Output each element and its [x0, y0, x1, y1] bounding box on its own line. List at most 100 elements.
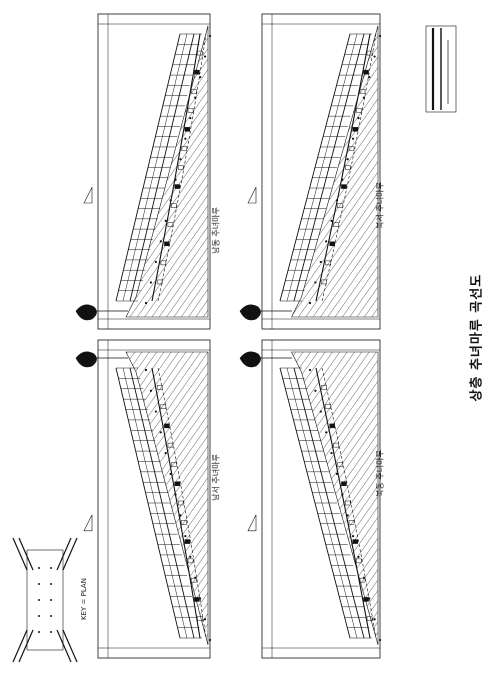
end-ornament: [239, 351, 261, 368]
ridge-block: [156, 385, 163, 390]
key-plan-body: [26, 549, 64, 651]
ridge-block: [178, 500, 184, 506]
ridge-block: [174, 184, 181, 189]
rafter-dot: [203, 618, 207, 621]
rafter-dot: [319, 410, 322, 413]
key-plan-label: KEY = PLAN: [80, 578, 88, 620]
rafter-dot: [346, 514, 349, 517]
panel-bottom-left: [75, 339, 212, 659]
rafter-dot: [154, 260, 157, 264]
ridge-block: [184, 127, 191, 132]
key-plan-arm: [62, 537, 78, 571]
ridge-block: [329, 241, 335, 247]
panel-frame: [261, 339, 381, 659]
key-plan-column: [50, 631, 52, 633]
rafter-dot: [314, 389, 317, 392]
rafter-dot: [159, 240, 162, 243]
rafter-dot: [184, 137, 187, 140]
rafter-dot: [351, 535, 355, 538]
rafter-dot: [189, 117, 192, 120]
ridge-block: [164, 241, 170, 247]
ridge-block: [160, 260, 167, 266]
ridge-block: [197, 50, 203, 56]
ridge-block: [337, 462, 343, 467]
ridge-block: [329, 423, 335, 429]
rafter-dot: [164, 451, 167, 455]
key-plan-arm: [56, 629, 72, 663]
rafter-dot: [199, 75, 202, 79]
ridge-curve: [315, 33, 371, 302]
ridge-block: [333, 442, 339, 448]
rafter-dot: [208, 638, 212, 642]
ridge-block: [156, 279, 163, 285]
hatched-wall: [291, 351, 379, 645]
ridge-curve: [321, 33, 377, 302]
rafter-dot: [208, 34, 212, 38]
ridge-block: [191, 577, 197, 583]
ridge-curve: [321, 367, 377, 639]
ridge-block: [167, 222, 174, 227]
ridge-block: [359, 88, 366, 94]
ridge-block: [345, 500, 351, 506]
ridge-block: [363, 69, 369, 75]
rafter-dot: [149, 389, 153, 392]
rafter-dot: [179, 514, 182, 517]
ridge-block: [181, 520, 187, 525]
key-plan-column: [38, 631, 40, 633]
ridge-block: [366, 616, 373, 621]
ridge-block: [187, 108, 194, 113]
end-ornament: [75, 304, 97, 321]
rafter-dot: [154, 410, 157, 413]
key-plan-column: [50, 599, 52, 601]
ridge-block: [363, 597, 369, 602]
rafter-dot: [378, 34, 382, 38]
ridge-block: [325, 404, 331, 409]
panel-top-left: [75, 13, 212, 330]
ridge-block: [171, 203, 177, 208]
key-plan-arm: [12, 537, 28, 571]
rafter-dot: [330, 451, 333, 455]
rafter-dot: [373, 55, 376, 58]
panel-bottom-right: [239, 339, 382, 659]
ridge-block: [321, 279, 327, 285]
scale-marker: [247, 514, 257, 532]
rafter-dot: [189, 555, 192, 559]
panel-label-bottom-left: 남서 추녀마루: [211, 454, 221, 501]
ridge-block: [356, 558, 362, 564]
rafter-dot: [144, 301, 148, 305]
rafter-dot: [159, 431, 162, 434]
rafter-dot: [325, 240, 328, 243]
key-plan-column: [38, 583, 40, 585]
rafter-dot: [164, 219, 167, 222]
ridge-block: [366, 50, 373, 56]
ridge-block: [174, 481, 181, 486]
ridge-block: [348, 520, 355, 525]
ridge-block: [164, 423, 170, 429]
ridge-curve: [315, 367, 371, 639]
ridge-block: [181, 146, 187, 151]
ridge-block: [359, 577, 366, 583]
key-plan-column: [50, 567, 52, 569]
rafter-dot: [378, 638, 382, 642]
ridge-block: [341, 481, 347, 486]
key-plan-column: [38, 615, 40, 617]
ridge-block: [171, 462, 177, 467]
ridge-block: [178, 165, 184, 170]
ridge-block: [325, 260, 331, 266]
rafter-dot: [330, 219, 333, 222]
hatched-wall: [291, 25, 379, 318]
ridge-curve: [157, 33, 207, 302]
key-plan-column: [50, 583, 52, 585]
rafter-dot: [203, 55, 207, 58]
end-ornament: [239, 304, 261, 321]
ridge-block: [194, 69, 200, 75]
ridge-block: [321, 385, 327, 390]
legend-frame: [425, 25, 457, 113]
hatched-wall: [125, 25, 209, 318]
rafter-dot: [184, 535, 187, 538]
ridge-block: [167, 442, 174, 448]
key-plan: [12, 537, 78, 663]
ridge-curve: [151, 367, 201, 639]
